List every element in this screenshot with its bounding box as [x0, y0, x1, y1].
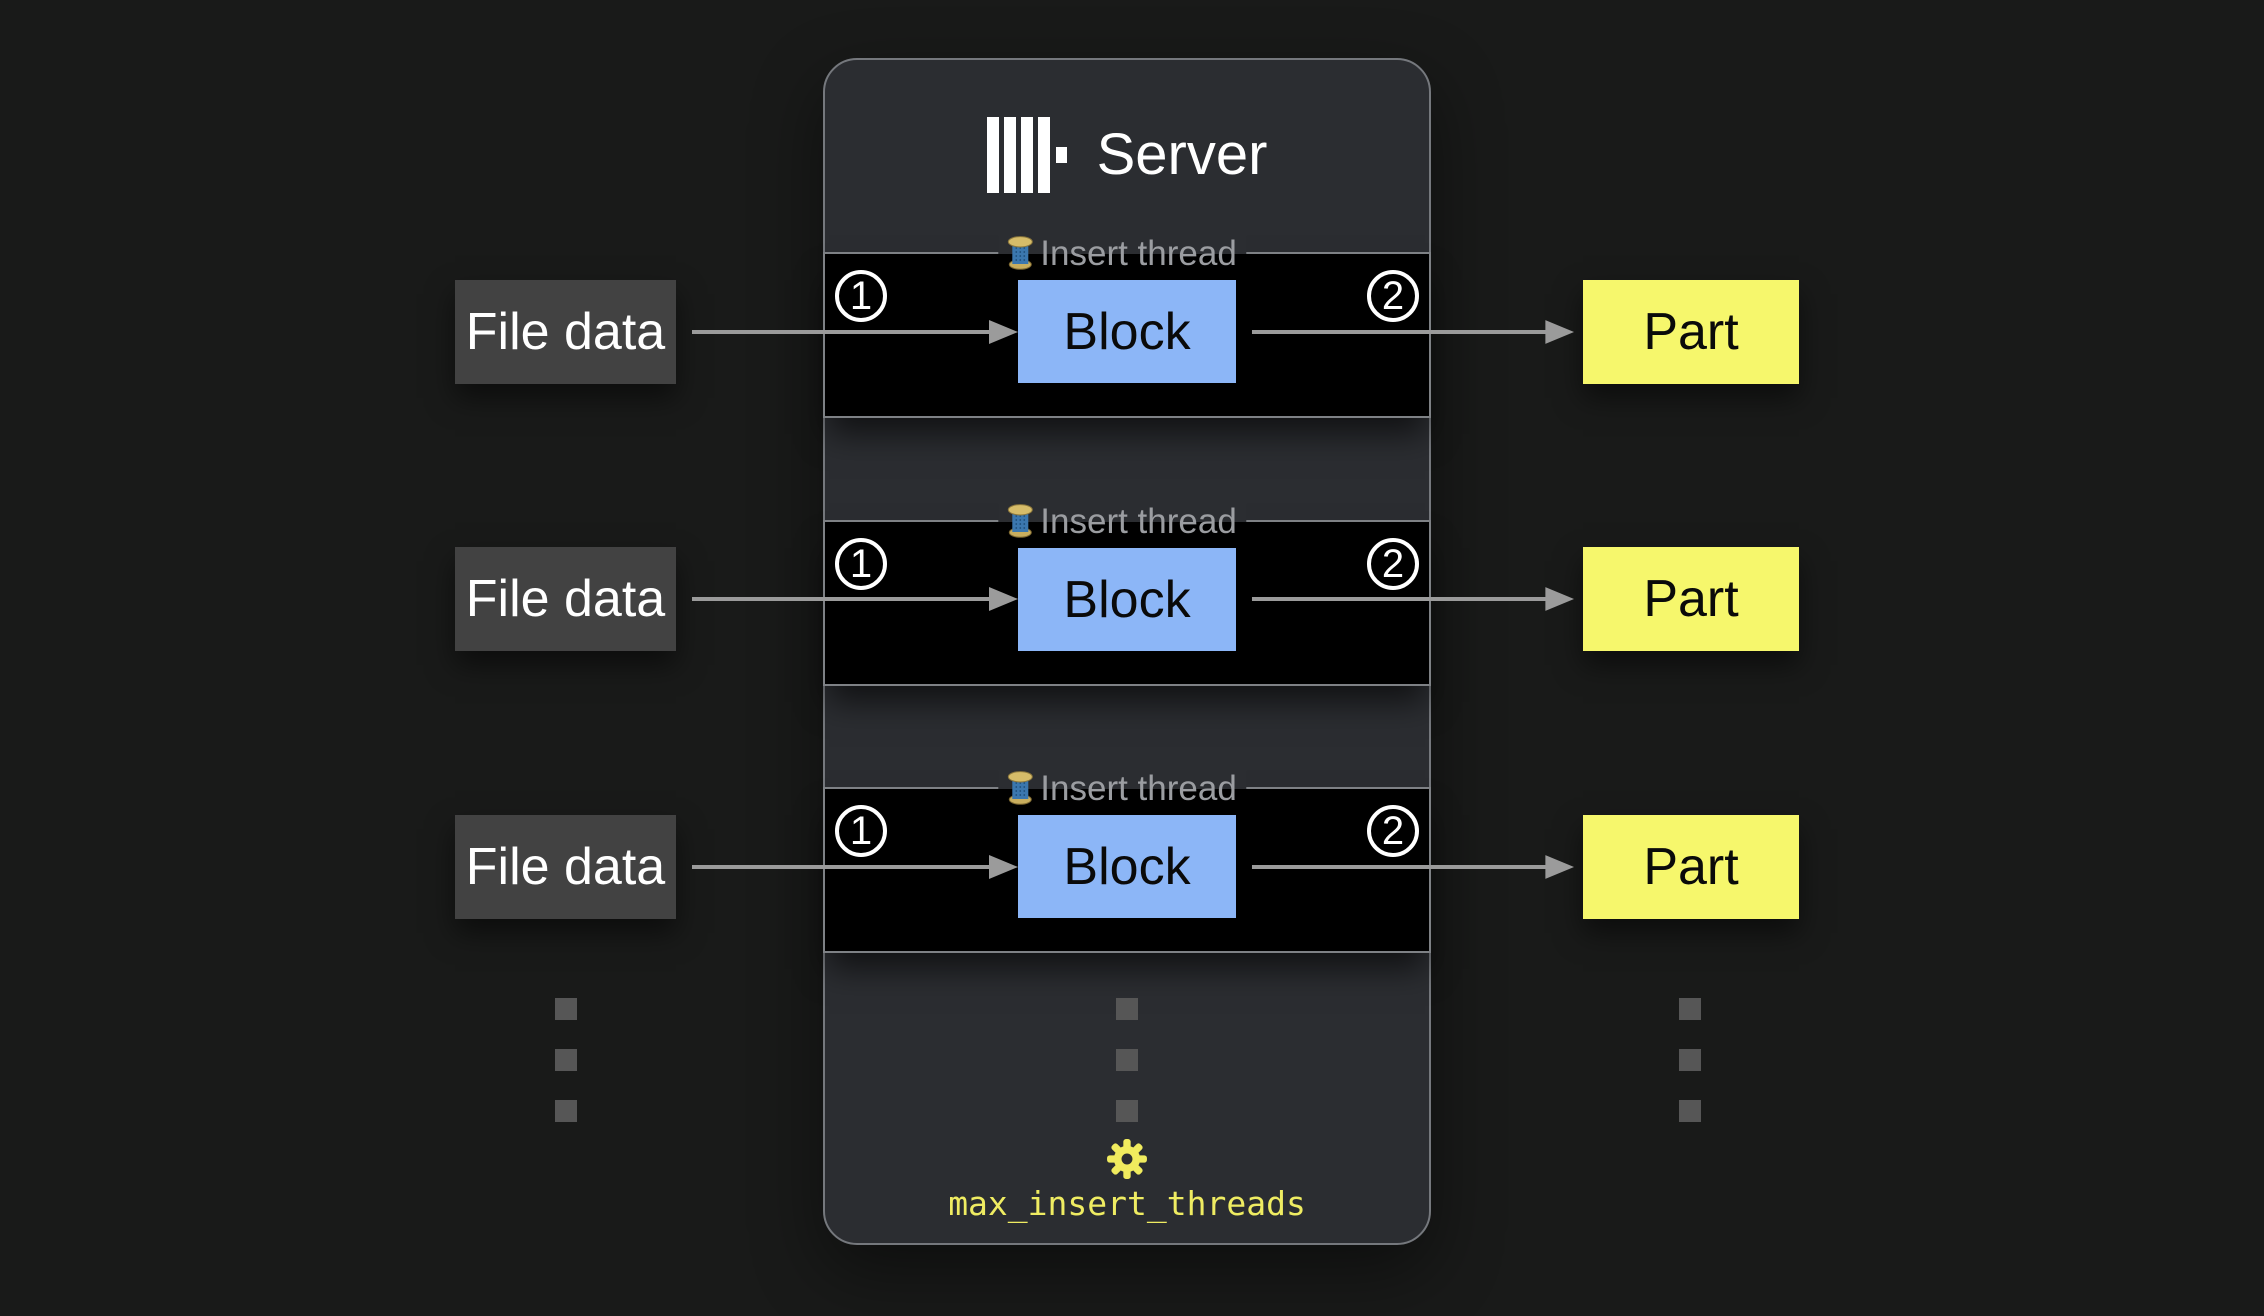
arrow-file-to-block — [690, 851, 1020, 883]
ellipsis-dot — [1679, 1100, 1701, 1122]
part-node: Part — [1583, 815, 1799, 919]
step-1-badge: 1 — [835, 805, 887, 857]
thread-spool-icon — [1007, 236, 1033, 270]
block-node: Block — [1018, 815, 1236, 918]
ellipsis-dot — [555, 1049, 577, 1071]
block-label: Block — [1063, 570, 1191, 629]
logo-bar — [1037, 117, 1050, 193]
logo-bar — [1003, 117, 1016, 193]
ellipsis-dots-parts — [1679, 998, 1701, 1122]
part-node: Part — [1583, 280, 1799, 384]
ellipsis-dots-threads — [1116, 998, 1138, 1122]
step-number: 2 — [1381, 809, 1405, 853]
thread-spool-icon — [1007, 771, 1033, 805]
server-title: Server — [1096, 122, 1268, 187]
insert-thread-label: Insert thread — [1040, 233, 1237, 273]
ellipsis-dot — [1116, 998, 1138, 1020]
file-data-node: File data — [455, 280, 676, 384]
insert-thread-legend: Insert thread — [998, 232, 1246, 274]
step-2-badge: 2 — [1367, 805, 1419, 857]
part-label: Part — [1643, 303, 1739, 361]
insert-thread-row: Insert thread 1 Block 2 — [823, 232, 1431, 418]
logo-dot — [1055, 147, 1067, 163]
arrow-block-to-part — [1250, 316, 1576, 348]
thread-spool-icon — [1007, 504, 1033, 538]
logo-bar — [986, 117, 999, 193]
file-data-label: File data — [465, 303, 666, 361]
block-node: Block — [1018, 280, 1236, 383]
block-node: Block — [1018, 548, 1236, 651]
clickhouse-logo-icon — [986, 117, 1067, 193]
insert-thread-legend: Insert thread — [998, 500, 1246, 542]
step-number: 2 — [1381, 542, 1405, 586]
ellipsis-dot — [555, 1100, 577, 1122]
arrow-block-to-part — [1250, 851, 1576, 883]
insert-thread-label: Insert thread — [1040, 501, 1237, 541]
file-data-node: File data — [455, 815, 676, 919]
insert-thread-row: Insert thread 1 Block 2 — [823, 767, 1431, 953]
block-label: Block — [1063, 837, 1191, 896]
step-number: 2 — [1381, 274, 1405, 318]
logo-bars — [986, 117, 1050, 193]
ellipsis-dots-files — [555, 998, 577, 1122]
server-panel: Server Insert thread 1 Block 2 — [823, 58, 1431, 1245]
file-data-label: File data — [465, 838, 666, 896]
ellipsis-dot — [1116, 1049, 1138, 1071]
insert-thread-legend: Insert thread — [998, 767, 1246, 809]
part-node: Part — [1583, 547, 1799, 651]
logo-bar — [1020, 117, 1033, 193]
ellipsis-dot — [1116, 1100, 1138, 1122]
arrow-file-to-block — [690, 583, 1020, 615]
gear-icon — [1107, 1139, 1147, 1179]
ellipsis-dot — [555, 998, 577, 1020]
step-1-badge: 1 — [835, 270, 887, 322]
part-label: Part — [1643, 838, 1739, 896]
arrow-block-to-part — [1250, 583, 1576, 615]
file-data-label: File data — [465, 570, 666, 628]
part-label: Part — [1643, 570, 1739, 628]
ellipsis-dot — [1679, 1049, 1701, 1071]
step-number: 1 — [849, 809, 873, 853]
step-number: 1 — [849, 274, 873, 318]
step-2-badge: 2 — [1367, 538, 1419, 590]
step-1-badge: 1 — [835, 538, 887, 590]
server-header: Server — [825, 60, 1429, 250]
insert-thread-row: Insert thread 1 Block 2 — [823, 500, 1431, 686]
step-number: 1 — [849, 542, 873, 586]
setting-label: max_insert_threads — [948, 1184, 1306, 1223]
block-label: Block — [1063, 302, 1191, 361]
step-2-badge: 2 — [1367, 270, 1419, 322]
file-data-node: File data — [455, 547, 676, 651]
ellipsis-dot — [1679, 998, 1701, 1020]
insert-thread-label: Insert thread — [1040, 768, 1237, 808]
arrow-file-to-block — [690, 316, 1020, 348]
